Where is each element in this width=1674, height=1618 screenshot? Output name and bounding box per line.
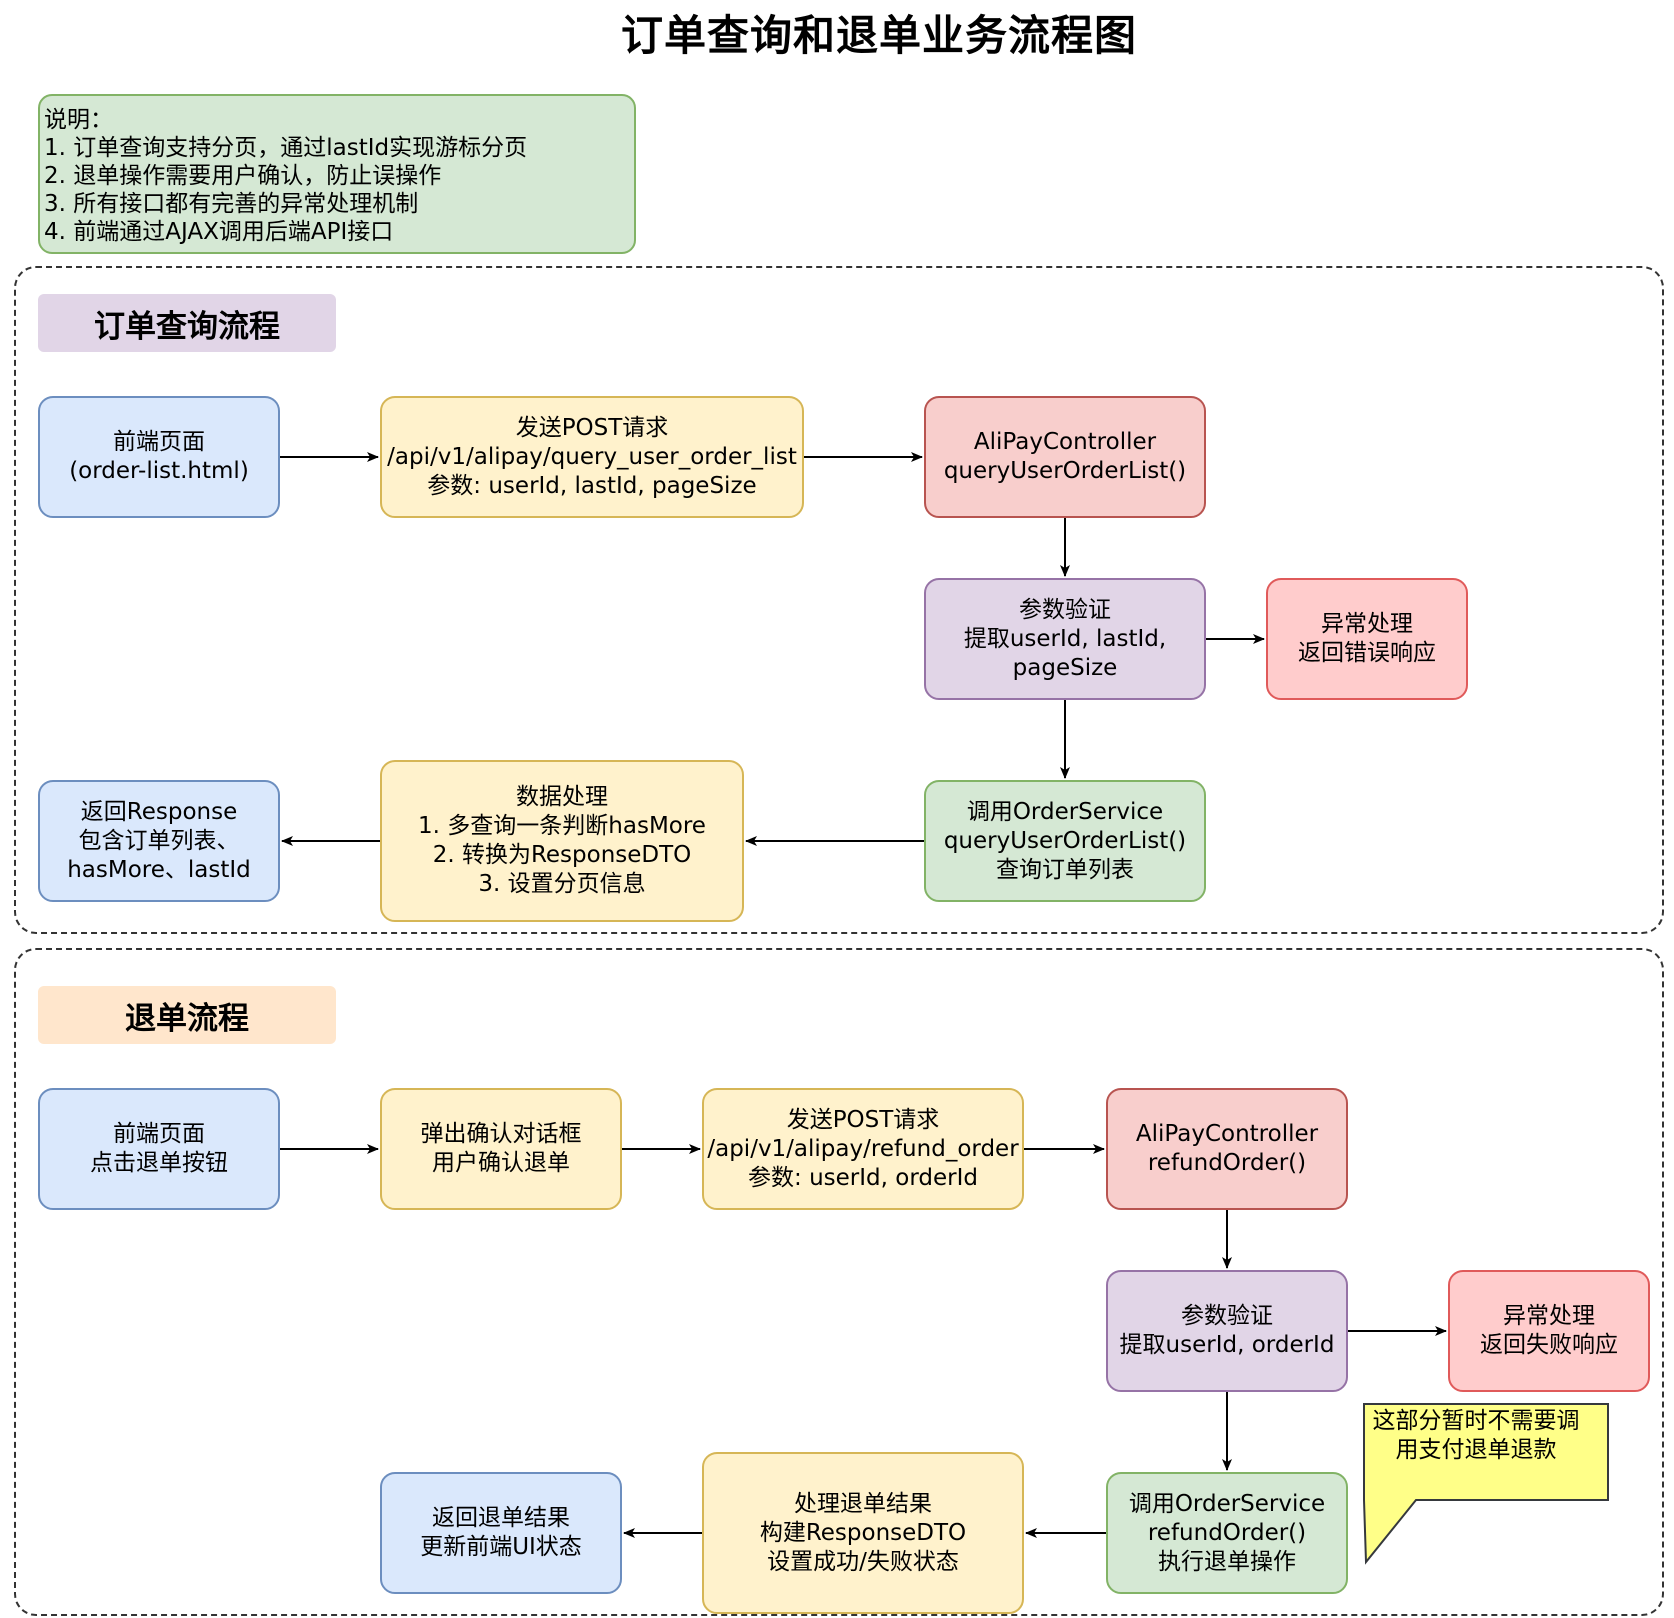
node-text-line: 处理退单结果 xyxy=(794,1490,932,1517)
diagram-title: 订单查询和退单业务流程图 xyxy=(620,11,1137,60)
node-text-line: 2. 退单操作需要用户确认，防止误操作 xyxy=(44,163,442,189)
node-text-line: 参数: userId, lastId, pageSize xyxy=(427,472,757,499)
node-text-line: 2. 转换为ResponseDTO xyxy=(432,842,692,868)
node-text-line: 数据处理 xyxy=(516,784,608,810)
node-text-line: 发送POST请求 xyxy=(786,1106,940,1133)
node-text-line: queryUserOrderList() xyxy=(943,827,1187,854)
node-text-line: (order-list.html) xyxy=(69,458,249,484)
node-text-line: 提取userId, orderId xyxy=(1119,1332,1335,1358)
node-text-line: refundOrder() xyxy=(1147,1519,1307,1546)
node-text-line: 返回退单结果 xyxy=(432,1505,570,1531)
refund-flow-label: 退单流程 xyxy=(38,986,336,1044)
node-text-line: 参数验证 xyxy=(1019,596,1111,623)
node-text-line: refundOrder() xyxy=(1147,1150,1307,1176)
node-text-line: 执行退单操作 xyxy=(1158,1548,1296,1575)
node-text-line: 点击退单按钮 xyxy=(90,1150,228,1176)
refund-flow-section xyxy=(14,948,1664,1616)
node-text-line: 异常处理 xyxy=(1321,611,1413,637)
node-text-line: 查询订单列表 xyxy=(996,856,1134,883)
query-error-node[interactable]: 异常处理返回错误响应 xyxy=(1266,578,1468,700)
query-flow-section xyxy=(14,266,1664,934)
node-text-line: 设置成功/失败状态 xyxy=(767,1548,959,1575)
node-text-line: 用户确认退单 xyxy=(432,1150,570,1176)
node-text-line: pageSize xyxy=(1012,654,1118,681)
node-text-line: /api/v1/alipay/refund_order xyxy=(707,1135,1019,1162)
query-validate-node[interactable]: 参数验证提取userId, lastId,pageSize xyxy=(924,578,1206,700)
node-text-line: queryUserOrderList() xyxy=(943,458,1187,484)
node-text-line: 调用OrderService xyxy=(966,798,1164,825)
query-process-node[interactable]: 数据处理 1. 多查询一条判断hasMore 2. 转换为ResponseDTO 3.… xyxy=(380,760,744,922)
callout-bubble xyxy=(1363,1403,1609,1565)
node-text-line: AliPayController xyxy=(973,429,1157,455)
node-text-line: 4. 前端通过AJAX调用后端API接口 xyxy=(44,219,394,245)
node-text-line: 这部分暂时不需要调 xyxy=(1372,1408,1580,1434)
callout-note: 这部分暂时不需要调用支付退单退款 xyxy=(1358,1392,1594,1480)
node-text-line: 异常处理 xyxy=(1503,1303,1595,1329)
node-text-line: 提取userId, lastId, xyxy=(963,625,1167,652)
query-post-request-node[interactable]: 发送POST请求/api/v1/alipay/query_user_order_… xyxy=(380,396,804,518)
node-text-line: 返回Response xyxy=(80,798,238,825)
node-text-line: 弹出确认对话框 xyxy=(420,1121,582,1147)
node-text-line: 前端页面 xyxy=(113,1121,205,1147)
node-text-line: 参数验证 xyxy=(1181,1303,1273,1329)
node-text-line: 返回失败响应 xyxy=(1480,1332,1618,1358)
node-text-line: 发送POST请求 xyxy=(515,414,669,441)
node-text-line: 构建ResponseDTO xyxy=(759,1519,967,1546)
refund-controller-node[interactable]: AliPayController refundOrder() xyxy=(1106,1088,1348,1210)
node-text-line: AliPayController xyxy=(1135,1121,1319,1147)
node-text-line: 1. 订单查询支持分页，通过lastId实现游标分页 xyxy=(44,135,528,161)
refund-result-node[interactable]: 返回退单结果更新前端UI状态 xyxy=(380,1472,622,1594)
node-text-line: 参数: userId, orderId xyxy=(748,1164,978,1191)
query-flow-label: 订单查询流程 xyxy=(38,294,336,352)
refund-validate-node[interactable]: 参数验证提取userId, orderId xyxy=(1106,1270,1348,1392)
query-frontend-node[interactable]: 前端页面 (order-list.html) xyxy=(38,396,280,518)
node-text-line: hasMore、lastId xyxy=(67,856,251,883)
refund-confirm-node[interactable]: 弹出确认对话框用户确认退单 xyxy=(380,1088,622,1210)
node-text-line: 说明： xyxy=(44,107,113,133)
node-text-line: 1. 多查询一条判断hasMore xyxy=(418,813,706,839)
node-text-line: 调用OrderService xyxy=(1128,1490,1326,1517)
node-text-line: 更新前端UI状态 xyxy=(420,1534,582,1560)
node-text-line: 3. 所有接口都有完善的异常处理机制 xyxy=(44,191,419,217)
refund-frontend-node[interactable]: 前端页面点击退单按钮 xyxy=(38,1088,280,1210)
node-text-line: 3. 设置分页信息 xyxy=(478,871,646,897)
query-controller-node[interactable]: AliPayController queryUserOrderList() xyxy=(924,396,1206,518)
node-text-line: 用支付退单退款 xyxy=(1395,1437,1557,1463)
node-text-line: 前端页面 xyxy=(113,429,205,455)
node-text-line: /api/v1/alipay/query_user_order_list xyxy=(387,443,797,470)
refund-error-node[interactable]: 异常处理返回失败响应 xyxy=(1448,1270,1650,1392)
node-text-line: 返回错误响应 xyxy=(1298,640,1436,666)
node-text-line: 包含订单列表、 xyxy=(78,827,240,854)
